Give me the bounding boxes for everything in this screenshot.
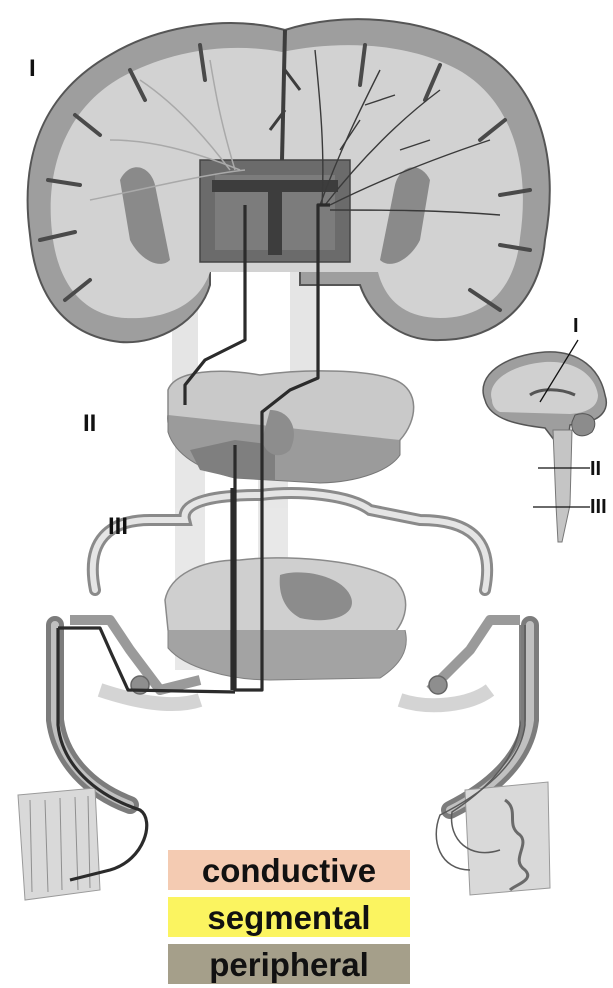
label-level-I: I (29, 57, 36, 81)
legend-label-segmental: segmental (207, 901, 370, 934)
label-level-II: II (83, 412, 96, 436)
spinal-cord-section (70, 493, 520, 705)
label-level-III: III (108, 515, 128, 539)
inset-sagittal-brain (483, 352, 606, 542)
legend-label-peripheral: peripheral (209, 948, 369, 981)
legend-item-segmental: segmental (168, 897, 410, 937)
legend-item-conductive: conductive (168, 850, 410, 890)
legend-item-peripheral: peripheral (168, 944, 410, 984)
brainstem-section (168, 371, 414, 483)
receptor-tissue (465, 782, 550, 895)
legend-label-conductive: conductive (202, 854, 376, 887)
inset-label-III: III (590, 497, 607, 517)
muscle-tissue (18, 788, 100, 900)
inset-label-I: I (573, 316, 579, 336)
brain-coronal-section (28, 19, 550, 342)
inset-label-II: II (590, 459, 601, 479)
